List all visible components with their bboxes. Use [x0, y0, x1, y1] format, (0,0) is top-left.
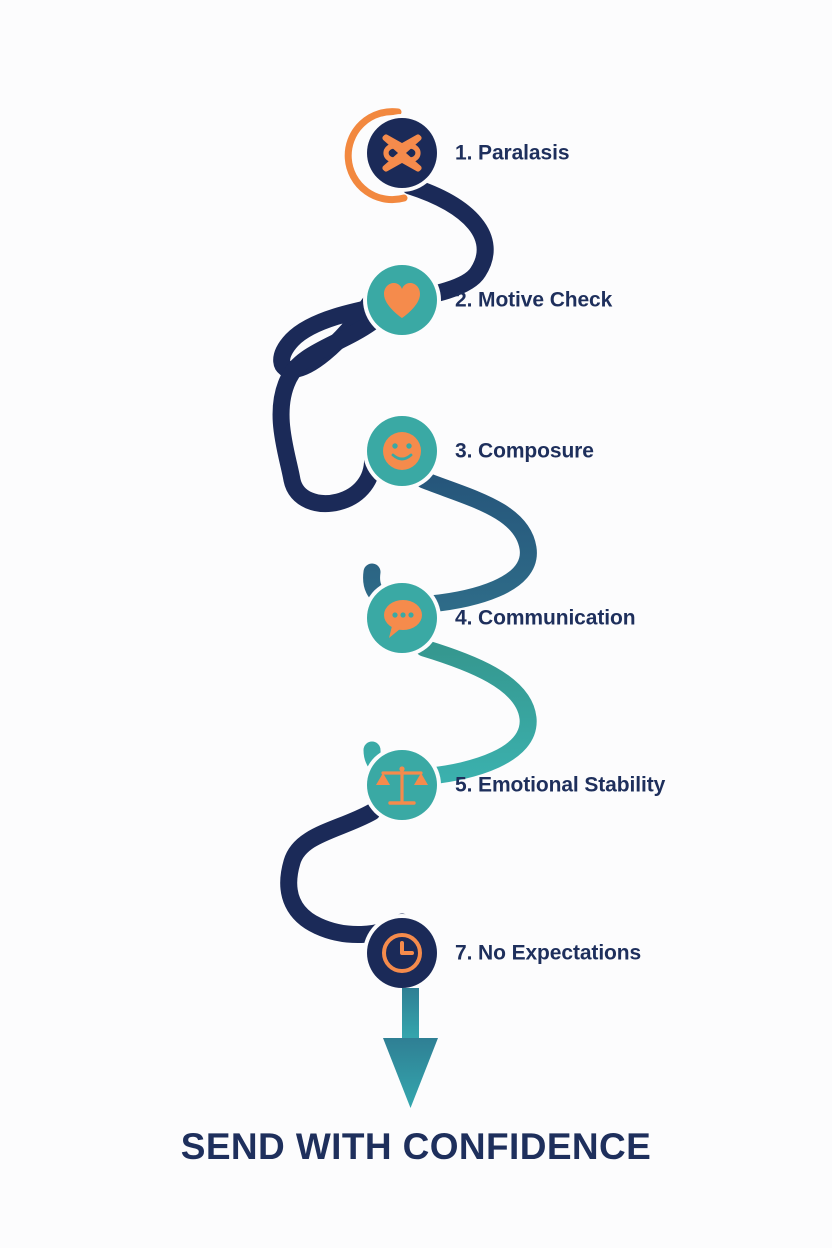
- footer-headline: SEND WITH CONFIDENCE: [180, 1126, 652, 1167]
- smiley-face-icon: [383, 432, 421, 470]
- connector-2-3: [272, 313, 381, 512]
- step-node-2-motive-check[interactable]: [363, 261, 441, 339]
- step-label-3: 3. Composure: [455, 439, 594, 463]
- step-node-5-emotional-stability[interactable]: [363, 746, 441, 824]
- down-arrow: [383, 988, 438, 1108]
- connector-5-7: [280, 803, 411, 943]
- step-label-7: 7. No Expectations: [455, 941, 642, 965]
- orange-arc-decoration: [344, 108, 408, 204]
- step-label-5: 5. Emotional Stability: [455, 773, 666, 797]
- step-label-4: 4. Communication: [455, 606, 636, 630]
- heart-icon: [384, 283, 420, 318]
- step-node-7-no-expectations[interactable]: [363, 914, 441, 992]
- step-label-1: 1. Paralasis: [455, 141, 570, 165]
- clock-icon: [382, 933, 422, 973]
- step-node-4-communication[interactable]: [363, 579, 441, 657]
- step-node-1-paralasis[interactable]: [363, 114, 441, 192]
- step-node-3-composure[interactable]: [363, 412, 441, 490]
- step-label-2: 2. Motive Check: [455, 288, 613, 312]
- tangled-knot-icon: [382, 134, 422, 172]
- balance-scales-icon: [376, 766, 428, 805]
- speech-bubble-icon: [384, 600, 422, 638]
